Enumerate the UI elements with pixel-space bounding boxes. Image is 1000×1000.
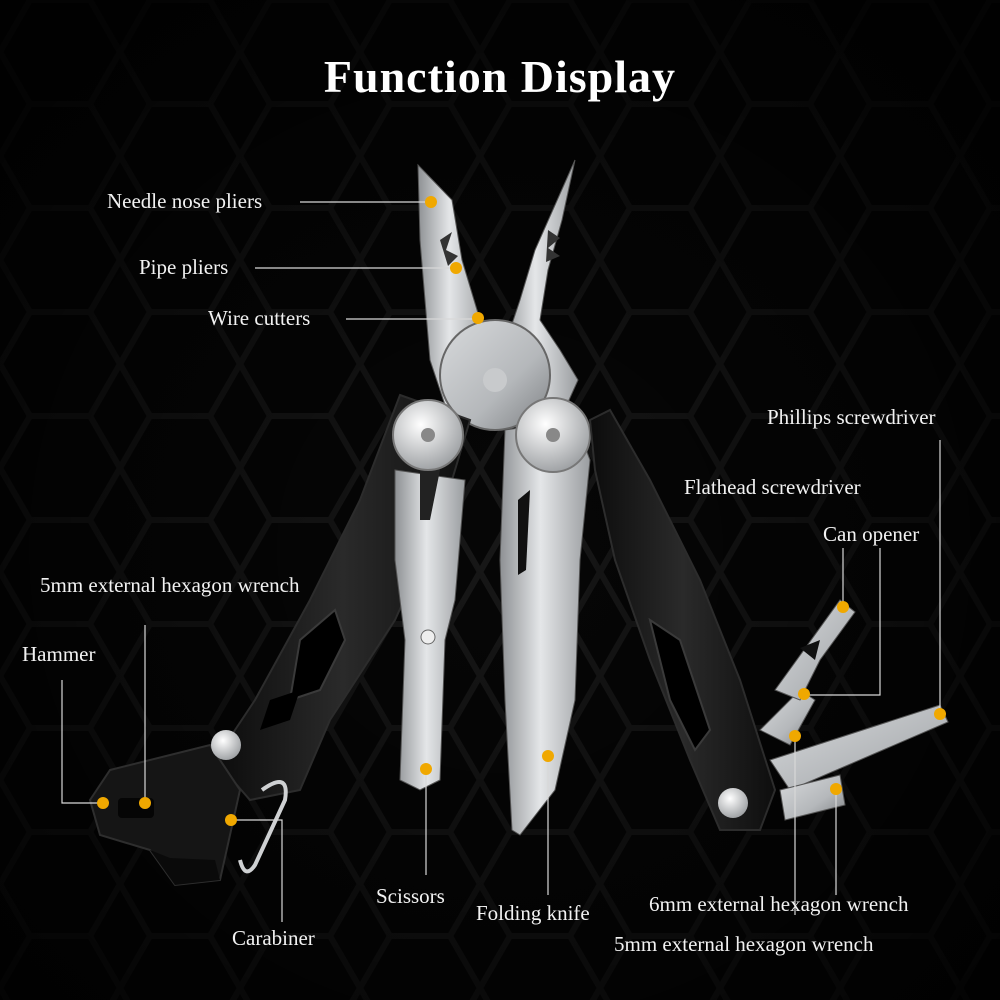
label-hammer: Hammer [22, 642, 96, 666]
label-carabiner: Carabiner [232, 926, 315, 950]
dot-hex-wrench-5mm-right [830, 783, 842, 795]
label-phillips-screwdriver: Phillips screwdriver [767, 405, 936, 429]
dot-can-opener [798, 688, 810, 700]
dot-wire-cutters [472, 312, 484, 324]
dot-hammer [97, 797, 109, 809]
label-pipe-pliers: Pipe pliers [139, 255, 229, 279]
label-hex-wrench-6mm: 6mm external hexagon wrench [649, 892, 909, 916]
label-hex-wrench-5mm-right: 5mm external hexagon wrench [614, 932, 874, 956]
dot-phillips-screwdriver [934, 708, 946, 720]
dot-carabiner [225, 814, 237, 826]
right-handle [588, 408, 949, 831]
label-folding-knife: Folding knife [476, 901, 590, 925]
label-needle-nose-pliers: Needle nose pliers [107, 189, 263, 213]
label-wire-cutters: Wire cutters [208, 306, 311, 330]
label-scissors: Scissors [376, 884, 445, 908]
dot-flathead-screwdriver [837, 601, 849, 613]
dot-needle-nose-pliers [425, 196, 437, 208]
page-title: Function Display [323, 51, 677, 102]
label-hex-wrench-5mm-left: 5mm external hexagon wrench [40, 573, 300, 597]
folding-knife [499, 397, 591, 836]
dot-scissors [420, 763, 432, 775]
label-flathead-screwdriver: Flathead screwdriver [684, 475, 861, 499]
dot-folding-knife [542, 750, 554, 762]
dot-hex-wrench-5mm-left [139, 797, 151, 809]
dot-pipe-pliers [450, 262, 462, 274]
label-can-opener: Can opener [823, 522, 920, 546]
pliers-jaws [417, 159, 579, 431]
scissors [392, 399, 466, 791]
dot-hex-wrench-6mm [789, 730, 801, 742]
